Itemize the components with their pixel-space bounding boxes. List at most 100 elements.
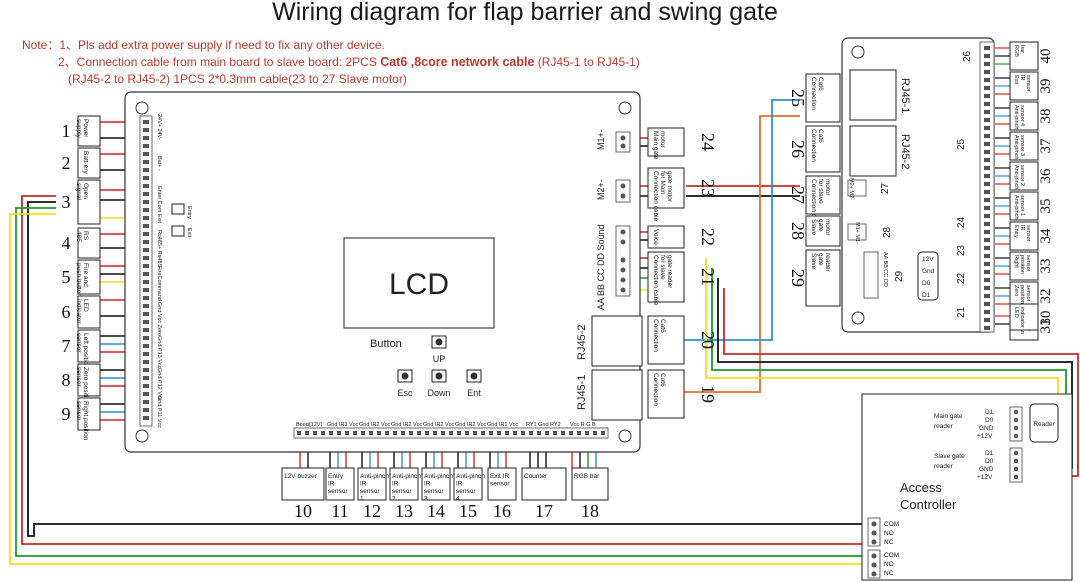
slave-ac-reader-pin-1: D0 <box>985 458 994 465</box>
up-button-label: UP <box>433 354 446 364</box>
main-reader-pin-3: +12V <box>977 433 993 440</box>
bottom-pin-label-4: Gnd IR2 Vcc <box>423 422 454 428</box>
left-pin-label-1: Bat+ - <box>156 156 162 171</box>
slave-right-device-number: 30 <box>1038 311 1054 326</box>
right-device-number: 23 <box>698 179 718 197</box>
bottom-device-label: Counter <box>524 473 548 480</box>
right-device-number: 21 <box>698 268 718 286</box>
slave-reader-pin-1: Gnd <box>922 268 935 275</box>
slave-rj45-2-label: RJ45-2 <box>899 134 911 169</box>
bottom-device-number: 11 <box>331 501 348 521</box>
slave-num-25: 25 <box>956 138 967 150</box>
slave-rj45-2-port <box>849 125 897 177</box>
up-button[interactable]: UP <box>431 335 447 364</box>
note-line-2: 2、Connection cable from main board to sl… <box>58 55 640 69</box>
rj45-1-label: RJ45-1 <box>576 375 588 410</box>
note-line-2a: 2、Connection cable from main board to sl… <box>58 55 380 69</box>
relay-2-nc: NC <box>884 570 894 577</box>
wire-cat6-orange <box>668 115 800 393</box>
wire-open-red <box>21 195 870 545</box>
bottom-pin-label-5: Gnd IR2 Vcc <box>455 422 486 428</box>
relay-1-no: NO <box>884 530 894 537</box>
slave-right-device-number: 37 <box>1038 138 1054 154</box>
slave-board: RJ45-1 RJ45-2 M2+ M2- M1+ M1- AA BB CC D… <box>841 37 995 333</box>
left-pin-label-0: 24V+ 24V- <box>156 114 162 140</box>
bottom-pin-label-0: Beed(12V) <box>296 422 322 428</box>
left-pin-label-6: Gnd P13 Vcc <box>156 336 162 369</box>
slave-right-device-number: 40 <box>1038 49 1054 64</box>
down-button[interactable]: Down <box>427 369 451 398</box>
main-reader-pin-1: D0 <box>985 417 994 424</box>
bottom-device-number: 13 <box>395 501 413 521</box>
exit-small-button[interactable] <box>171 225 185 237</box>
left-device-label: Fire andpush button <box>75 263 89 297</box>
entry-small-button[interactable] <box>171 203 185 215</box>
slave-ac-reader-pin-0: D1 <box>985 450 994 457</box>
ent-button[interactable]: Ent <box>466 369 482 398</box>
reader-label: Reader <box>1033 421 1055 428</box>
main-reader-pin-2: GND <box>979 425 994 432</box>
slave-right-device-label: Rightpositionsensor <box>1013 255 1031 274</box>
esc-button[interactable]: Esc <box>397 369 413 398</box>
slave-right-device-number: 36 <box>1038 168 1054 184</box>
slave-left-device-label: Slavegatereader <box>810 253 831 273</box>
bottom-pin-label-2: Gnd IR2 Vcc <box>359 422 390 428</box>
right-device-number: 20 <box>698 331 718 349</box>
bottom-device-number: 14 <box>427 501 445 521</box>
slave-left-devices: ConnectionCat625ConnectionCat626Connecti… <box>788 73 841 307</box>
right-device-number: 24 <box>698 133 718 151</box>
right-device-label: Connection cablefor slavegate reader <box>652 255 673 306</box>
left-device-number: 8 <box>62 370 71 390</box>
slave-num-29: 29 <box>894 270 905 282</box>
relay-1-com: COM <box>884 521 899 528</box>
exit-small-label: Exit <box>186 228 192 238</box>
slave-pin-label-1: M1+ M1- <box>854 222 860 244</box>
right-device-label: ConnectionCat6 <box>652 373 666 406</box>
bottom-device-label: RGB bar <box>574 473 600 480</box>
access-controller: Access Controller Main gate reader Slave… <box>861 393 1073 581</box>
m2-pin-label: M2+- <box>596 179 606 200</box>
left-device-number: 9 <box>62 404 71 424</box>
slave-reader-pin-0: 12V <box>922 256 934 263</box>
m1-terminal <box>615 131 631 153</box>
slave-num-27: 27 <box>880 182 891 194</box>
slave-right-device-label: EntryIRsensor <box>1013 225 1031 242</box>
slave-num-28: 28 <box>882 226 893 238</box>
bottom-pin-label-6: Gnd IR1 Vcc <box>487 422 518 428</box>
bottom-device-number: 16 <box>493 501 511 521</box>
slave-right-device-label: Anti-pinch IRsensor 4 <box>1013 105 1025 137</box>
bottom-pin-label-3: Gnd IR2 Vcc <box>391 422 422 428</box>
right-device-number: 19 <box>698 385 718 403</box>
access-controller-pins <box>871 409 1019 577</box>
left-device-label: Opensignal <box>75 183 89 201</box>
left-device-number: 6 <box>62 302 71 322</box>
diagram-title: Wiring diagram for flap barrier and swin… <box>272 0 778 26</box>
slave-right-device-number: 39 <box>1038 79 1054 94</box>
left-device-number: 2 <box>62 153 71 173</box>
wire-cat6-blue <box>668 99 800 341</box>
left-device-number: 7 <box>62 336 71 356</box>
right-device-label: Connection cablefor Maingate motor <box>652 171 673 222</box>
bottom-terminal-pins <box>297 431 605 435</box>
left-device-label: Powersupply <box>75 119 89 139</box>
